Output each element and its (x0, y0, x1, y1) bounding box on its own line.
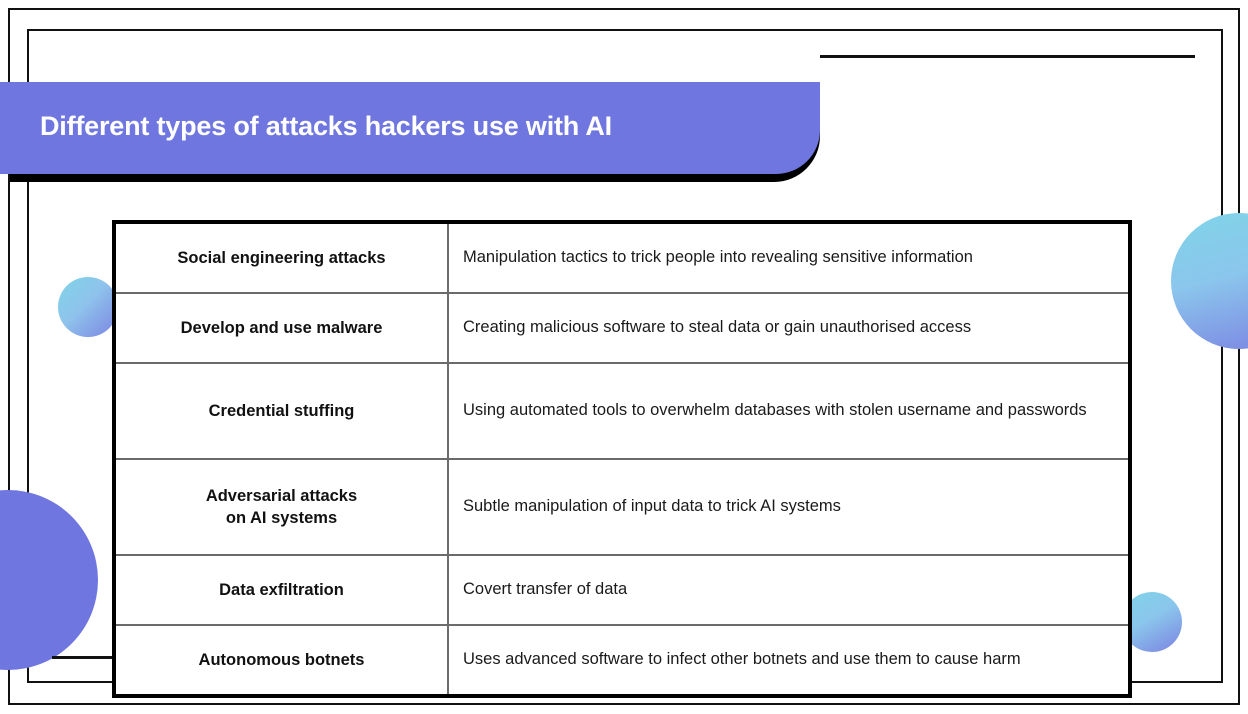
attack-description: Subtle manipulation of input data to tri… (448, 458, 1128, 555)
attack-term: Credential stuffing (116, 362, 449, 459)
attack-term-line-1: Adversarial attacks (205, 486, 358, 505)
table-row: Autonomous botnets Uses advanced softwar… (116, 624, 1128, 694)
decorative-circle-right-bottom (1122, 592, 1182, 652)
attack-description: Creating malicious software to steal dat… (448, 292, 1128, 363)
attack-types-table: Social engineering attacks Manipulation … (112, 220, 1132, 698)
table-row: Social engineering attacks Manipulation … (116, 224, 1128, 293)
attack-description: Using automated tools to overwhelm datab… (448, 362, 1128, 459)
attack-term: Data exfiltration (116, 554, 449, 625)
attack-term: Autonomous botnets (116, 624, 449, 694)
table-row: Credential stuffing Using automated tool… (116, 362, 1128, 459)
attack-term: Develop and use malware (116, 292, 449, 363)
top-right-decorative-rule (820, 55, 1195, 58)
attack-term: Social engineering attacks (116, 224, 449, 293)
page-title: Different types of attacks hackers use w… (40, 110, 612, 141)
attack-description: Covert transfer of data (448, 554, 1128, 625)
outer-frame-border (8, 8, 1240, 705)
table-row: Data exfiltration Covert transfer of dat… (116, 554, 1128, 625)
attack-term-line-2: on AI systems (225, 509, 338, 527)
table-row: Adversarial attacks on AI systems Subtle … (116, 458, 1128, 555)
title-banner-body: Different types of attacks hackers use w… (0, 82, 820, 174)
attack-description: Manipulation tactics to trick people int… (463, 248, 973, 267)
decorative-circle-small-left (58, 277, 118, 337)
attack-description: Uses advanced software to infect other b… (448, 624, 1128, 694)
title-banner: Different types of attacks hackers use w… (0, 82, 820, 182)
attack-term: Adversarial attacks on AI systems (116, 458, 449, 555)
table-row: Develop and use malware Creating malicio… (116, 292, 1128, 363)
